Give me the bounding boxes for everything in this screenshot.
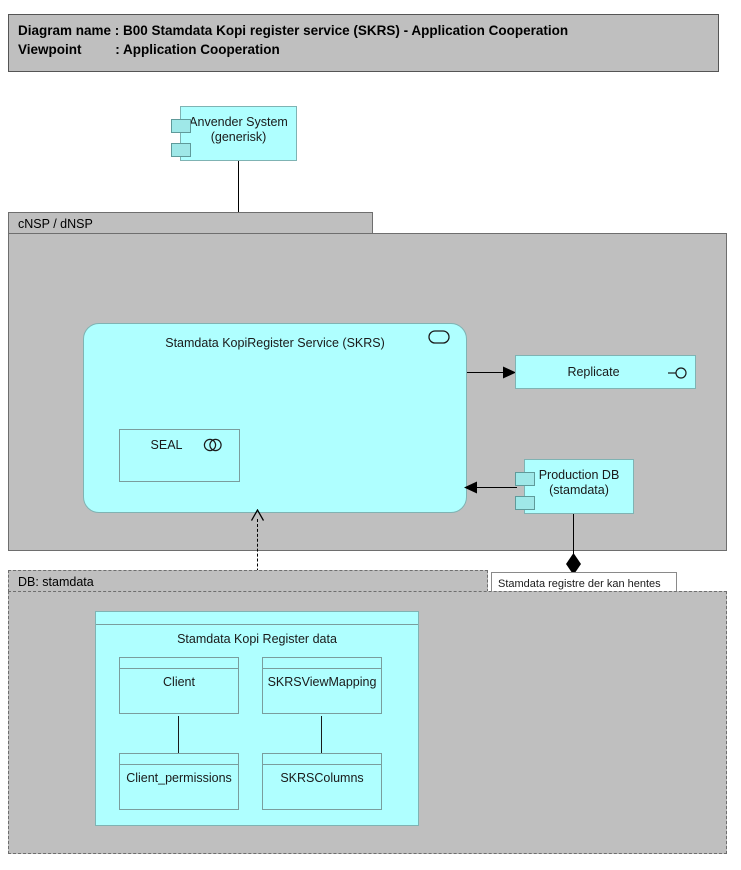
entity-client-permissions-strip xyxy=(120,754,238,765)
connector-proddb-skrs-arrowhead xyxy=(464,481,477,494)
entity-skrsviewmapping-label: SKRSViewMapping xyxy=(267,675,377,689)
connector-skrdata-skrs-line xyxy=(257,519,258,611)
diagram-name-line: Diagram name : B00 Stamdata Kopi registe… xyxy=(18,23,569,38)
production-db-tab-upper-icon xyxy=(515,472,535,486)
node-skr-data[interactable]: Stamdata Kopi Register data Client SKRSV… xyxy=(95,611,419,826)
node-anvender-system-label: Anvender System (generisk) xyxy=(189,115,288,144)
entity-skrscolumns-label: SKRSColumns xyxy=(280,771,364,785)
node-seal-label: SEAL xyxy=(150,438,183,452)
group-tab-cnsp: cNSP / dNSP xyxy=(8,212,373,234)
entity-skrscolumns-strip xyxy=(263,754,381,765)
node-anvender-system[interactable]: Anvender System (generisk) xyxy=(171,106,297,161)
collaboration-icon xyxy=(203,438,222,452)
rounded-rect-icon xyxy=(428,330,450,344)
connector-skrs-replicate-arrowhead xyxy=(503,366,516,379)
entity-link-skrsviewmapping xyxy=(321,716,322,754)
entity-skrsviewmapping-strip xyxy=(263,658,381,669)
node-skrs-service[interactable]: Stamdata KopiRegister Service (SKRS) SEA… xyxy=(83,323,467,513)
viewpoint-line: Viewpoint : Application Cooperation xyxy=(18,42,280,57)
entity-link-client xyxy=(178,716,179,754)
production-db-tab-lower-icon xyxy=(515,496,535,510)
node-production-db-label: Production DB (stamdata) xyxy=(538,468,620,497)
connector-skrdata-skrs-arrowhead xyxy=(251,509,264,521)
entity-client-label: Client xyxy=(163,675,195,689)
entity-client-permissions-label: Client_permissions xyxy=(126,771,232,785)
node-replicate[interactable]: Replicate xyxy=(515,355,696,389)
connector-proddb-note-line xyxy=(573,514,574,559)
connector-proddb-skrs-line xyxy=(472,487,517,488)
entity-skrsviewmapping[interactable]: SKRSViewMapping xyxy=(262,657,382,714)
node-replicate-label: Replicate xyxy=(567,365,620,379)
diagram-title-bar: Diagram name : B00 Stamdata Kopi registe… xyxy=(8,14,719,72)
interface-lollipop-icon xyxy=(668,367,687,379)
composition-diamond-icon xyxy=(566,553,581,575)
node-seal[interactable]: SEAL xyxy=(119,429,240,482)
component-tab-upper-icon xyxy=(171,119,191,133)
entity-client-strip xyxy=(120,658,238,669)
entity-client[interactable]: Client xyxy=(119,657,239,714)
node-production-db[interactable]: Production DB (stamdata) xyxy=(515,459,634,514)
entity-client-permissions[interactable]: Client_permissions xyxy=(119,753,239,810)
node-skrs-service-label: Stamdata KopiRegister Service (SKRS) xyxy=(165,336,385,350)
component-tab-lower-icon xyxy=(171,143,191,157)
group-tab-db-stamdata: DB: stamdata xyxy=(8,570,488,592)
node-skr-data-label: Stamdata Kopi Register data xyxy=(177,632,337,646)
skr-data-strip xyxy=(96,612,418,625)
entity-skrscolumns[interactable]: SKRSColumns xyxy=(262,753,382,810)
connector-skrs-replicate-line xyxy=(467,372,509,373)
